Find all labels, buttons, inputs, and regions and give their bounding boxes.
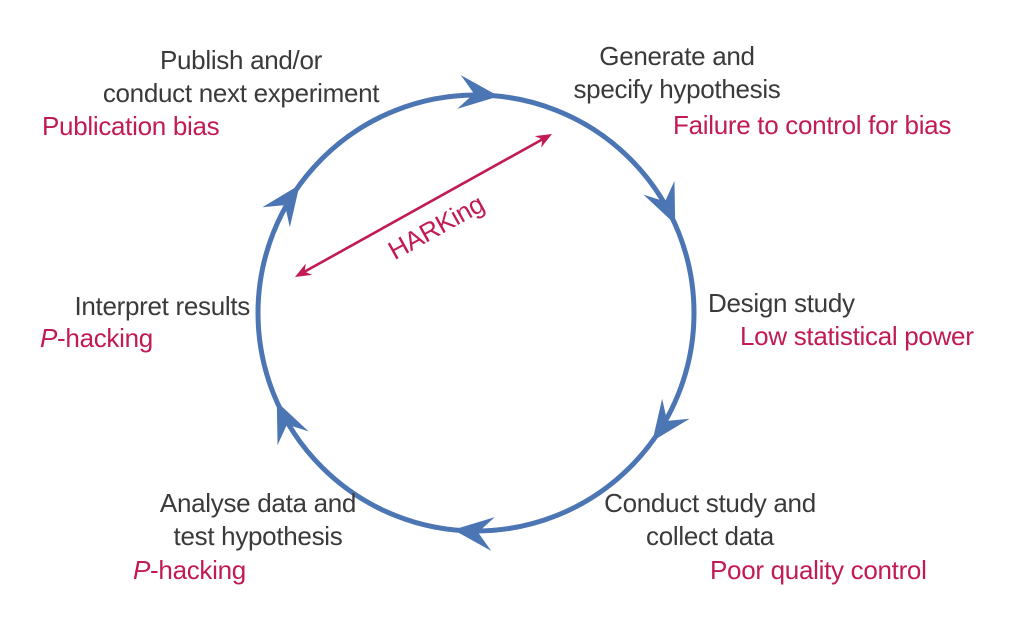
stage-generate-line-1: Generate and <box>599 41 755 71</box>
bias-p-hacking-interpret-label: P-hacking <box>40 322 153 355</box>
arrowhead-lower-left-icon <box>276 401 309 446</box>
stage-design-study-label: Design study <box>708 287 855 320</box>
cycle-arrowheads <box>262 75 690 551</box>
bias-failure-to-control-label: Failure to control for bias <box>673 110 952 140</box>
bias-p-hacking-rest: -hacking <box>57 323 153 353</box>
arrowhead-upper-right-icon <box>643 180 676 225</box>
bias-p-hacking-analyse-label: P-hacking <box>133 554 246 587</box>
harking-arrowhead-lower-icon <box>295 263 313 277</box>
bias-p-hacking-rest: -hacking <box>150 555 246 585</box>
harking-arrow-line <box>298 135 549 276</box>
arrowhead-lower-right-icon <box>652 398 690 442</box>
stage-publish-label: Publish and/or conduct next experiment <box>51 44 431 110</box>
stage-publish-line-1: Publish and/or <box>159 45 323 75</box>
stage-publish-line-2: conduct next experiment <box>102 78 380 108</box>
cycle-circle <box>255 92 697 534</box>
stage-interpret-results-label: Interpret results <box>30 290 250 323</box>
bias-p-italic: P <box>133 555 151 585</box>
bias-publication-bias-label: Publication bias <box>42 111 220 141</box>
stage-analyse-line-2: test hypothesis <box>173 521 343 551</box>
harking-arrowhead-upper-icon <box>534 134 552 148</box>
stage-conduct-line-1: Conduct study and <box>604 488 816 518</box>
stage-conduct-study-label: Conduct study and collect data <box>520 487 900 553</box>
bias-p-italic: P <box>40 323 58 353</box>
arrowhead-upper-left-icon <box>262 184 300 228</box>
stage-interpret-line-1: Interpret results <box>74 291 250 321</box>
arrowhead-top-icon <box>457 75 499 109</box>
stage-analyse-data-label: Analyse data and test hypothesis <box>68 487 448 553</box>
stage-design-line-1: Design study <box>708 288 855 318</box>
stage-generate-hypothesis-label: Generate and specify hypothesis <box>487 40 867 106</box>
stage-conduct-line-2: collect data <box>646 521 774 551</box>
bias-low-statistical-power-label: Low statistical power <box>740 321 974 351</box>
stage-analyse-line-1: Analyse data and <box>159 488 357 518</box>
stage-generate-line-2: specify hypothesis <box>573 74 781 104</box>
arrowhead-bottom-icon <box>453 517 495 551</box>
bias-poor-quality-control-label: Poor quality control <box>710 555 927 585</box>
